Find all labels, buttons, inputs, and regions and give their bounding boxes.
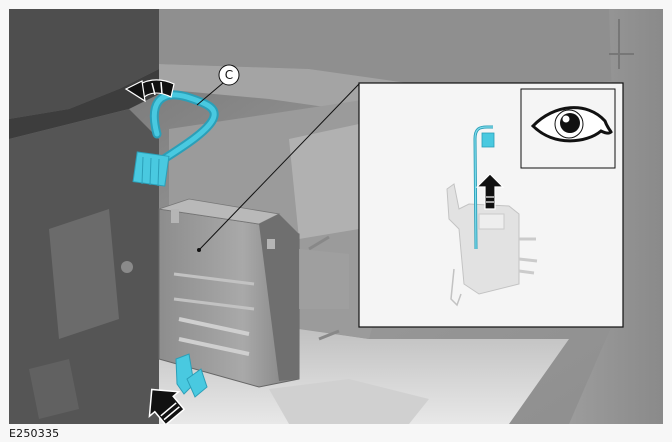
harness-connector-upper [132,90,219,187]
callout-leader-c [196,82,224,106]
inset-leader [198,83,360,251]
illustration-frame: C [9,9,663,424]
service-illustration [9,9,663,424]
callout-label-c: C [224,68,234,82]
eye-icon [520,88,616,169]
curved-arrow-icon [124,79,175,103]
up-arrow-icon [475,173,505,210]
harness-connector-lower [175,353,208,398]
detail-inset [358,82,624,328]
callout-c [218,64,240,86]
figure-id-label: E250335 [9,427,60,440]
push-arrow-icon [148,388,186,424]
control-module [158,198,349,388]
